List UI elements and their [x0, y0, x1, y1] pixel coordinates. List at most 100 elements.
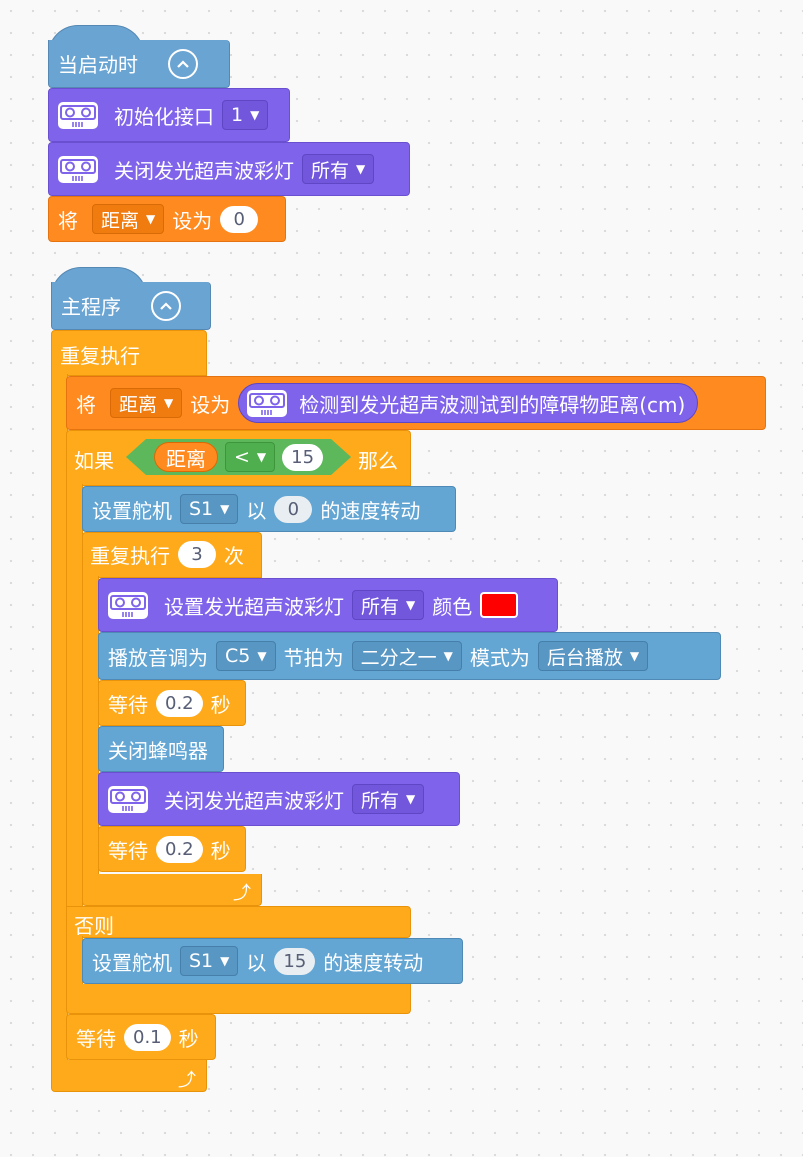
- note-dropdown[interactable]: C5▼: [216, 641, 276, 671]
- mode-label: 模式为: [469, 645, 530, 670]
- value-input[interactable]: 0: [220, 205, 259, 233]
- with-label: 以: [246, 950, 267, 975]
- variable-dropdown[interactable]: 距离▼: [110, 388, 183, 418]
- to-label: 设为: [190, 392, 231, 417]
- servo-dropdown[interactable]: S1▼: [180, 946, 239, 976]
- chevron-down-icon: ▼: [629, 649, 640, 663]
- ultrasonic-sensor-icon: [108, 591, 148, 619]
- distance-sensor-reporter[interactable]: 检测到发光超声波测试到的障碍物距离(cm): [238, 383, 699, 423]
- ultrasonic-sensor-icon: [108, 785, 148, 813]
- chevron-down-icon: ▼: [250, 108, 260, 122]
- light-target-dropdown[interactable]: 所有▼: [352, 784, 425, 814]
- chevron-down-icon: ▼: [164, 396, 174, 410]
- beat-dropdown[interactable]: 二分之一▼: [351, 641, 462, 671]
- servo-dropdown[interactable]: S1▼: [180, 494, 239, 524]
- repeat-count-input[interactable]: 3: [178, 541, 216, 568]
- loop-return-icon: ⤴: [233, 883, 251, 904]
- repeat-header: 重复执行 3 次: [90, 540, 244, 569]
- chevron-down-icon: ▼: [146, 212, 156, 226]
- buzzer-off-label: 关闭蜂鸣器: [108, 738, 208, 763]
- play-tone-block[interactable]: 播放音调为 C5▼ 节拍为 二分之一▼ 模式为 后台播放▼: [98, 632, 721, 680]
- speed-input[interactable]: 0: [274, 495, 313, 523]
- if-block-arm-then: [66, 484, 83, 906]
- wait-seconds-input[interactable]: 0.2: [156, 835, 203, 863]
- if-block-arm-else: [66, 936, 83, 986]
- light-off-block[interactable]: 关闭发光超声波彩灯 所有▼: [98, 772, 460, 826]
- seconds-label: 秒: [178, 1026, 199, 1051]
- set-label: 将: [58, 208, 78, 233]
- light-off-label: 关闭发光超声波彩灯: [164, 788, 344, 813]
- chevron-down-icon: ▼: [406, 792, 416, 806]
- light-off-block[interactable]: 关闭发光超声波彩灯 所有▼: [48, 142, 410, 196]
- else-divider: [66, 906, 411, 938]
- color-label: 颜色: [432, 594, 473, 619]
- set-label: 将: [76, 392, 96, 417]
- chevron-down-icon: ▼: [356, 162, 366, 176]
- forever-loop-top[interactable]: [51, 330, 207, 376]
- ultrasonic-sensor-icon: [58, 101, 98, 129]
- repeat-block-bottom: [82, 874, 262, 906]
- set-servo-block[interactable]: 设置舵机 S1▼ 以 0 的速度转动: [82, 486, 456, 532]
- wait-seconds-input[interactable]: 0.1: [124, 1023, 171, 1051]
- sensor-reporter-label: 检测到发光超声波测试到的障碍物距离(cm): [299, 392, 686, 417]
- wait-label: 等待: [76, 1026, 116, 1051]
- collapse-icon[interactable]: [168, 48, 198, 79]
- repeat-label: 重复执行: [90, 544, 170, 568]
- wait-seconds-input[interactable]: 0.2: [156, 689, 203, 717]
- condition-wrapper[interactable]: 距离 <▼ 15: [126, 439, 351, 475]
- compare-value-input[interactable]: 15: [282, 444, 323, 471]
- operator-dropdown[interactable]: <▼: [225, 442, 275, 472]
- start-event-label: 当启动时: [58, 53, 138, 77]
- ultrasonic-sensor-icon: [247, 389, 288, 417]
- collapse-icon[interactable]: [151, 290, 181, 321]
- set-light-color-block[interactable]: 设置发光超声波彩灯 所有▼ 颜色: [98, 578, 558, 632]
- main-event-label: 主程序: [61, 295, 121, 319]
- main-event-block[interactable]: 主程序: [51, 282, 211, 330]
- beat-label: 节拍为: [283, 645, 344, 670]
- set-servo-block[interactable]: 设置舵机 S1▼ 以 15 的速度转动: [82, 938, 463, 984]
- buzzer-off-block[interactable]: 关闭蜂鸣器: [98, 726, 224, 772]
- forever-loop-bottom: [51, 1060, 207, 1092]
- variable-dropdown[interactable]: 距离▼: [92, 204, 165, 234]
- with-label: 以: [246, 498, 267, 523]
- wait-block[interactable]: 等待 0.1 秒: [66, 1014, 216, 1060]
- to-label: 设为: [172, 208, 213, 233]
- speed-input[interactable]: 15: [274, 947, 316, 975]
- seconds-label: 秒: [210, 692, 231, 717]
- set-servo-label: 设置舵机: [92, 498, 172, 523]
- ultrasonic-sensor-icon: [58, 155, 98, 183]
- forever-label: 重复执行: [60, 344, 140, 368]
- speed-suffix-label: 的速度转动: [320, 498, 421, 523]
- times-label: 次: [224, 544, 244, 568]
- start-event-block[interactable]: 当启动时: [48, 40, 230, 88]
- light-target-dropdown[interactable]: 所有▼: [302, 154, 375, 184]
- chevron-down-icon: ▼: [257, 649, 267, 663]
- wait-label: 等待: [108, 838, 148, 863]
- wait-block[interactable]: 等待 0.2 秒: [98, 826, 246, 872]
- wait-block[interactable]: 等待 0.2 秒: [98, 680, 246, 726]
- else-label: 否则: [74, 914, 114, 938]
- set-distance-block[interactable]: 将 距离▼ 设为 检测到发光超声波测试到的障碍物距离(cm): [66, 376, 766, 430]
- light-off-label: 关闭发光超声波彩灯: [114, 158, 294, 183]
- repeat-block-top[interactable]: [82, 532, 262, 578]
- distance-variable-reporter[interactable]: 距离: [154, 442, 218, 472]
- port-dropdown[interactable]: 1▼: [222, 100, 269, 130]
- init-port-block[interactable]: 初始化接口 1▼: [48, 88, 290, 142]
- seconds-label: 秒: [210, 838, 231, 863]
- color-swatch[interactable]: [480, 592, 519, 618]
- set-variable-block[interactable]: 将 距离▼ 设为 0: [48, 196, 286, 242]
- if-block-bottom: [66, 984, 411, 1014]
- less-than-condition[interactable]: 距离 <▼ 15: [126, 439, 351, 475]
- speed-suffix-label: 的速度转动: [323, 950, 424, 975]
- mode-dropdown[interactable]: 后台播放▼: [537, 641, 649, 671]
- wait-label: 等待: [108, 692, 148, 717]
- light-target-dropdown[interactable]: 所有▼: [352, 590, 425, 620]
- loop-return-icon: ⤴: [178, 1070, 196, 1091]
- play-tone-label: 播放音调为: [108, 645, 208, 670]
- set-servo-label: 设置舵机: [92, 950, 172, 975]
- repeat-block-arm: [82, 576, 99, 874]
- chevron-down-icon: ▼: [220, 954, 230, 968]
- chevron-down-icon: ▼: [220, 502, 230, 516]
- then-label: 那么: [358, 449, 398, 473]
- chevron-down-icon: ▼: [443, 649, 453, 663]
